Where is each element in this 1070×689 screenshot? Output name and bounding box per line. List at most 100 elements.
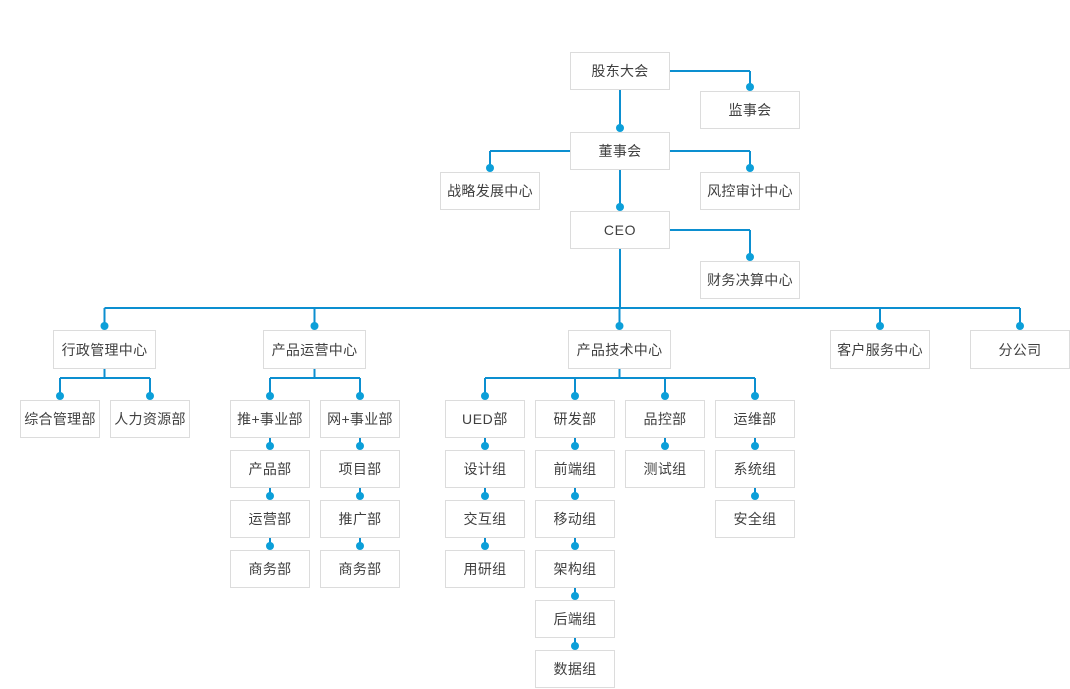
org-node-data-group[interactable]: 数据组 <box>535 650 615 688</box>
org-node-label: 监事会 <box>728 102 772 118</box>
org-node-label: 网+事业部 <box>327 411 393 427</box>
connector-dot <box>571 442 579 450</box>
org-node-label: 数据组 <box>553 661 597 677</box>
connector-dot <box>615 322 624 330</box>
connector-dot <box>661 442 669 450</box>
connector-dot <box>481 542 489 550</box>
org-node-finance[interactable]: 财务决算中心 <box>700 261 800 299</box>
org-node-label: 客户服务中心 <box>837 341 923 358</box>
connector-dot <box>616 203 624 211</box>
org-node-shareholders[interactable]: 股东大会 <box>570 52 670 90</box>
org-node-label: 运维部 <box>733 411 777 427</box>
org-node-label: 商务部 <box>248 561 292 577</box>
org-node-label: 研发部 <box>553 411 597 427</box>
org-node-design-group[interactable]: 设计组 <box>445 450 525 488</box>
org-node-label: 股东大会 <box>591 63 649 79</box>
org-node-label: 人力资源部 <box>114 411 186 427</box>
org-node-label: 产品部 <box>248 461 292 477</box>
org-node-prodtech[interactable]: 产品技术中心 <box>568 330 671 369</box>
org-node-label: 董事会 <box>598 143 642 159</box>
org-node-arch-group[interactable]: 架构组 <box>535 550 615 588</box>
connector-dot <box>356 542 364 550</box>
org-node-admin[interactable]: 行政管理中心 <box>53 330 156 369</box>
org-node-ops-dept[interactable]: 运营部 <box>230 500 310 538</box>
org-node-label: 运营部 <box>248 511 292 527</box>
org-node-label: 交互组 <box>463 511 507 527</box>
org-node-prodops[interactable]: 产品运营中心 <box>263 330 366 369</box>
org-node-label: 分公司 <box>998 341 1042 358</box>
org-node-product-dept[interactable]: 产品部 <box>230 450 310 488</box>
org-node-frontend-group[interactable]: 前端组 <box>535 450 615 488</box>
connector-dot <box>751 442 759 450</box>
org-node-security-group[interactable]: 安全组 <box>715 500 795 538</box>
org-node-label: 行政管理中心 <box>61 341 148 358</box>
connector-dot <box>661 392 669 400</box>
connector-dot <box>356 392 364 400</box>
org-node-label: 战略发展中心 <box>447 183 533 199</box>
connector-dot <box>146 392 154 400</box>
org-node-tui-bu[interactable]: 推+事业部 <box>230 400 310 438</box>
connector-dot <box>746 253 754 261</box>
connector-dot <box>876 322 884 330</box>
org-node-biz-dept-2[interactable]: 商务部 <box>320 550 400 588</box>
org-node-customer[interactable]: 客户服务中心 <box>830 330 930 369</box>
connector-dot <box>571 492 579 500</box>
org-node-label: 产品技术中心 <box>576 341 663 358</box>
org-node-label: 推广部 <box>338 511 382 527</box>
org-node-label: 用研组 <box>463 561 507 577</box>
org-node-general-mgmt[interactable]: 综合管理部 <box>20 400 100 438</box>
org-node-label: 商务部 <box>338 561 382 577</box>
connector-dot <box>571 542 579 550</box>
connector-dot <box>746 83 754 91</box>
connector-dot <box>571 642 579 650</box>
connector-dot <box>571 392 579 400</box>
org-node-devops[interactable]: 运维部 <box>715 400 795 438</box>
org-node-mobile-group[interactable]: 移动组 <box>535 500 615 538</box>
connector-dot <box>1016 322 1024 330</box>
org-node-strategy[interactable]: 战略发展中心 <box>440 172 540 210</box>
org-node-biz-dept-1[interactable]: 商务部 <box>230 550 310 588</box>
connector-dot <box>751 392 759 400</box>
connector-dot <box>481 392 489 400</box>
org-node-label: UED部 <box>462 411 508 427</box>
org-node-backend-group[interactable]: 后端组 <box>535 600 615 638</box>
org-node-label: 品控部 <box>643 411 687 427</box>
org-node-label: 架构组 <box>553 561 597 577</box>
org-node-label: 移动组 <box>553 511 597 527</box>
org-node-label: CEO <box>603 222 637 238</box>
org-node-research-group[interactable]: 用研组 <box>445 550 525 588</box>
org-node-test-group[interactable]: 测试组 <box>625 450 705 488</box>
org-node-project-dept[interactable]: 项目部 <box>320 450 400 488</box>
connector-dot <box>266 392 274 400</box>
connector-dot <box>571 592 579 600</box>
org-node-label: 风控审计中心 <box>707 183 793 199</box>
org-node-label: 前端组 <box>553 461 597 477</box>
connector-dot <box>481 492 489 500</box>
connector-dot <box>616 124 624 132</box>
org-node-supervisors[interactable]: 监事会 <box>700 91 800 129</box>
connector-dot <box>266 492 274 500</box>
org-node-board[interactable]: 董事会 <box>570 132 670 170</box>
org-node-label: 测试组 <box>643 461 687 477</box>
org-node-promo-dept[interactable]: 推广部 <box>320 500 400 538</box>
org-node-label: 推+事业部 <box>237 411 303 427</box>
org-node-label: 系统组 <box>733 461 777 477</box>
org-node-interact-group[interactable]: 交互组 <box>445 500 525 538</box>
org-node-label: 产品运营中心 <box>271 341 358 358</box>
org-node-rd[interactable]: 研发部 <box>535 400 615 438</box>
org-node-wang-bu[interactable]: 网+事业部 <box>320 400 400 438</box>
org-node-riskaudit[interactable]: 风控审计中心 <box>700 172 800 210</box>
org-node-system-group[interactable]: 系统组 <box>715 450 795 488</box>
org-node-ued[interactable]: UED部 <box>445 400 525 438</box>
org-node-branch[interactable]: 分公司 <box>970 330 1070 369</box>
org-node-hr[interactable]: 人力资源部 <box>110 400 190 438</box>
org-node-qa[interactable]: 品控部 <box>625 400 705 438</box>
connector-dot <box>100 322 109 330</box>
org-node-label: 综合管理部 <box>24 411 96 427</box>
org-node-label: 后端组 <box>553 611 597 627</box>
connector-dot <box>356 442 364 450</box>
connector-dot <box>56 392 64 400</box>
org-node-label: 项目部 <box>338 461 382 477</box>
org-node-ceo[interactable]: CEO <box>570 211 670 249</box>
